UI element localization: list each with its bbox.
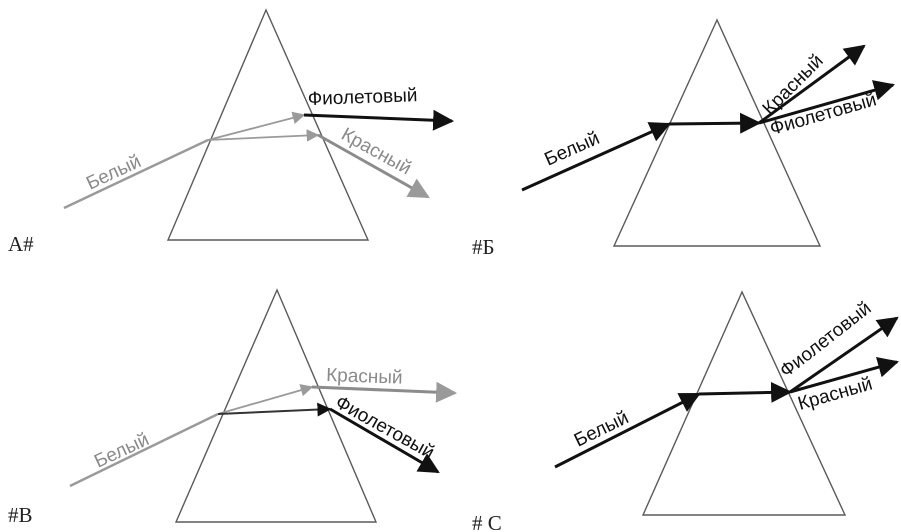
white-ray-c [69, 412, 219, 488]
white-label-a: Белый [83, 151, 144, 194]
inner-ray-a-upper [207, 111, 306, 141]
white-label-c: Белый [91, 429, 152, 472]
red-ray-b [758, 44, 866, 125]
panel-a: Белый Фиолетовый Красный A# [8, 8, 455, 256]
panel-b: Белый Красный Фиолетовый #Б [472, 18, 896, 259]
panel-d: Белый Фиолетовый Красный # С [472, 290, 900, 532]
inner-ray-c-upper [217, 384, 314, 415]
white-ray-d [554, 392, 701, 469]
white-label-b: Белый [541, 128, 602, 171]
inner-ray-a-lower [207, 129, 320, 142]
lower-label-c: Фиолетовый [332, 392, 438, 464]
prism-a [166, 8, 370, 241]
upper-label-a: Фиолетовый [307, 85, 417, 110]
inner-ray-c-lower [217, 402, 332, 417]
upper-label-c: Красный [326, 365, 403, 389]
panel-c: Белый Красный Фиолетовый #В [8, 288, 458, 527]
white-ray-b [521, 122, 671, 192]
inner-ray-d [698, 381, 793, 403]
panel-id-b: #Б [472, 235, 495, 259]
violet-ray-a [303, 109, 455, 131]
panel-id-d: # С [472, 511, 502, 532]
violet-ray-b [758, 80, 896, 125]
panel-id-c: #В [8, 503, 33, 527]
inner-ray-b [668, 112, 762, 134]
violet-ray-d [789, 316, 899, 394]
red-ray-a [317, 133, 430, 199]
panel-id-a: A# [8, 232, 34, 256]
red-ray-c [311, 381, 458, 403]
white-ray-a [63, 138, 209, 210]
violet-ray-c [329, 407, 440, 474]
red-ray-d [789, 356, 900, 394]
upper-label-d: Фиолетовый [776, 298, 875, 382]
